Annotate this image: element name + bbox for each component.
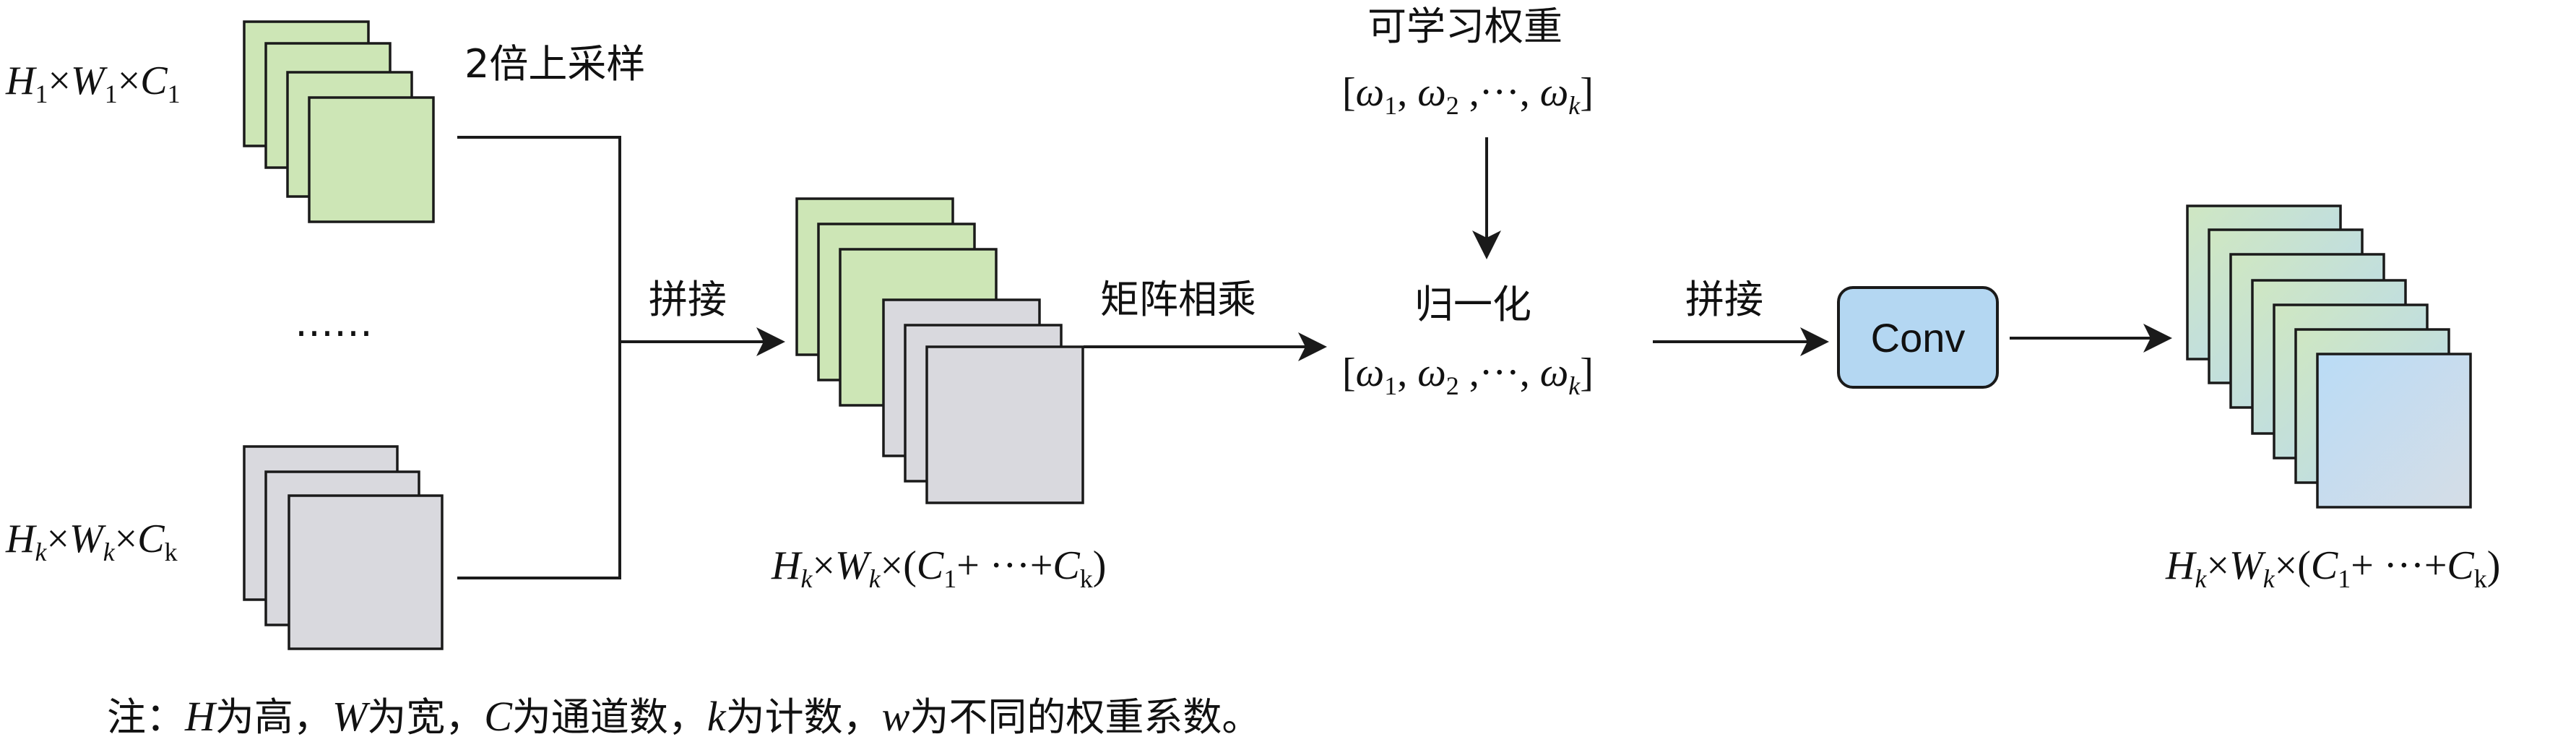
concat-shape: Hk×Wk×(C1+ ···+Ck) — [771, 543, 1107, 593]
input-k-shape: Hk×Wk×Ck — [6, 517, 178, 566]
ellipsis: …… — [295, 300, 373, 345]
normalize-label: 归一化 — [1414, 282, 1531, 327]
upsample-label: 2倍上采样 — [464, 41, 646, 87]
flow-arrows — [1084, 137, 2172, 361]
input-stack-k — [243, 445, 444, 650]
weights-vector-top: [ω1, ω2 ,···, ωk] — [1342, 70, 1594, 120]
feature-map — [308, 96, 435, 223]
concat-stack — [795, 197, 1084, 504]
feature-map — [288, 494, 444, 650]
output-shape: Hk×Wk×(C1+ ···+Ck) — [2166, 543, 2501, 593]
weights-vector-normalized: [ω1, ω2 ,···, ωk] — [1342, 350, 1594, 400]
output-stack — [2186, 204, 2472, 509]
learnable-weights-label: 可学习权重 — [1367, 4, 1563, 49]
input-1-shape: H1×W1×C1 — [6, 59, 181, 108]
matmul-label: 矩阵相乘 — [1100, 277, 1256, 322]
footnote: 注：H为高，W为宽，C为通道数，k为计数，w为不同的权重系数。 — [107, 693, 1261, 740]
input-stack-1 — [243, 20, 435, 223]
concat-label-2: 拼接 — [1685, 277, 1763, 322]
conv-block: Conv — [1837, 286, 1999, 389]
concat-label-1: 拼接 — [649, 277, 727, 322]
conv-label: Conv — [1870, 314, 1966, 361]
feature-map — [2316, 353, 2472, 509]
concat-connector — [457, 136, 785, 579]
feature-map — [925, 345, 1084, 504]
